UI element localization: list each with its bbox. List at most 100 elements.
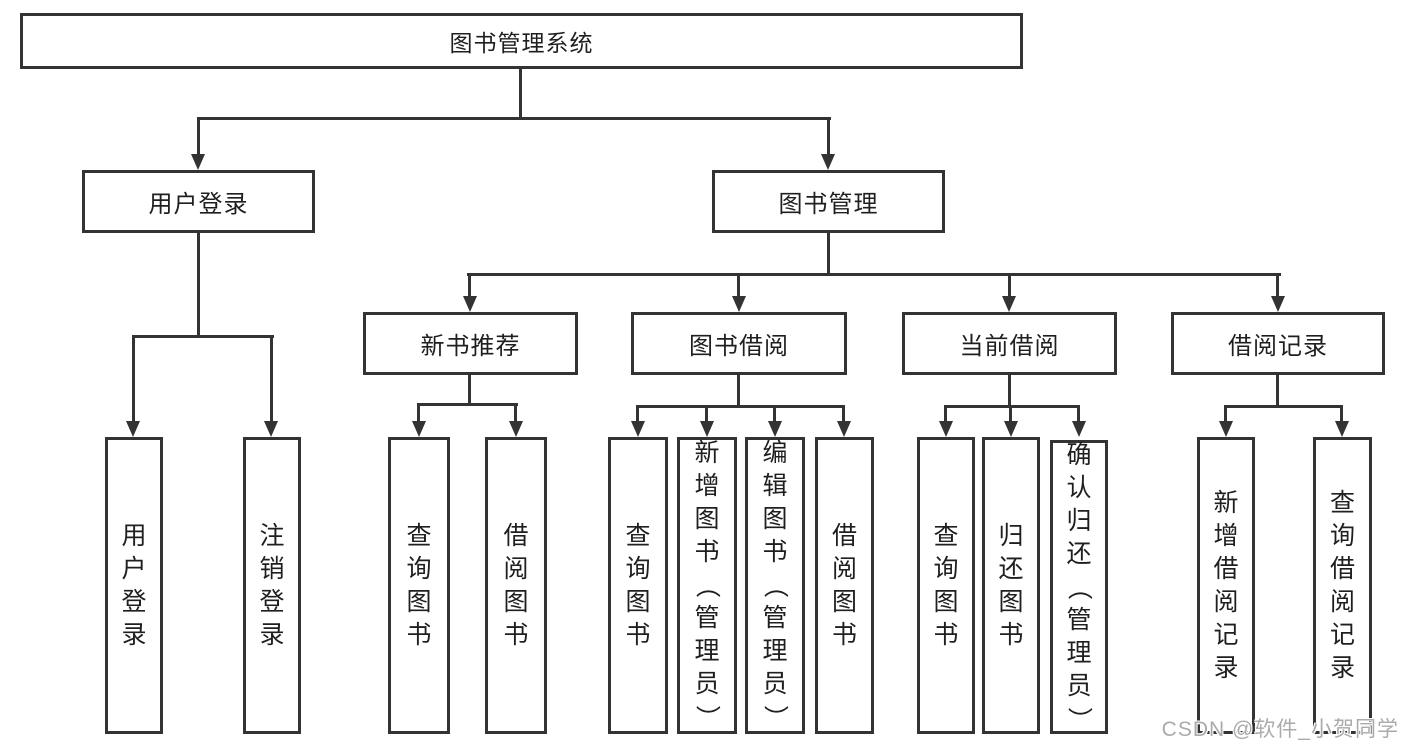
vertical-char: 借 xyxy=(503,521,529,550)
vertical-char: 书 xyxy=(694,538,720,566)
connector-line xyxy=(197,233,200,338)
vertical-char: 图 xyxy=(503,587,529,616)
vertical-char: 增 xyxy=(694,472,720,500)
vertical-char: 图 xyxy=(762,505,788,533)
leaf-confirm-return-admin: 确认归还（管理员） xyxy=(1050,440,1108,734)
arrow-down-icon xyxy=(1271,296,1285,312)
vertical-char: 新 xyxy=(694,439,720,467)
vertical-char: 还 xyxy=(1066,539,1092,568)
vertical-char: 阅 xyxy=(1329,587,1355,616)
arrow-down-icon xyxy=(126,421,140,437)
connector-line xyxy=(827,117,830,156)
vertical-char: 书 xyxy=(831,620,857,649)
vertical-char: 注 xyxy=(259,521,285,550)
connector-line xyxy=(468,273,471,298)
vertical-char: （ xyxy=(693,572,722,599)
connector-line xyxy=(197,117,831,120)
connector-line xyxy=(468,375,471,406)
vertical-char: 记 xyxy=(1329,620,1355,649)
vertical-char: 归 xyxy=(998,521,1024,550)
vertical-char: 理 xyxy=(1066,638,1092,667)
connector-line xyxy=(1340,405,1343,423)
vertical-char: 借 xyxy=(831,521,857,550)
vertical-char: 管 xyxy=(1066,605,1092,634)
leaf-edit-books-admin: 编辑图书（管理员） xyxy=(745,437,805,734)
arrow-down-icon xyxy=(463,296,477,312)
connector-line xyxy=(1276,375,1279,408)
node-user-login: 用户登录 xyxy=(82,170,315,233)
vertical-char: 理 xyxy=(762,637,788,665)
vertical-char: 询 xyxy=(933,554,959,583)
connector-line xyxy=(636,405,639,423)
vertical-char: 查 xyxy=(933,521,959,550)
arrow-down-icon xyxy=(1072,421,1086,437)
node-label: 新书推荐 xyxy=(420,333,521,360)
leaf-query-books-current: 查询图书 xyxy=(917,437,975,734)
arrow-down-icon xyxy=(264,421,278,437)
vertical-char: 图 xyxy=(998,587,1024,616)
arrow-down-icon xyxy=(1219,421,1233,437)
vertical-char: 录 xyxy=(1213,653,1239,682)
node-label: 图书借阅 xyxy=(689,333,789,360)
connector-line xyxy=(132,335,135,423)
connector-line xyxy=(737,273,740,298)
node-label: 用户登录 xyxy=(148,191,249,218)
vertical-char: 询 xyxy=(406,554,432,583)
connector-line xyxy=(944,405,947,423)
arrow-down-icon xyxy=(1004,421,1018,437)
connector-line xyxy=(773,405,776,423)
vertical-char: 查 xyxy=(625,521,651,550)
vertical-char: 登 xyxy=(121,587,147,616)
connector-line xyxy=(1276,273,1279,298)
vertical-char: 辑 xyxy=(762,472,788,500)
vertical-char: 书 xyxy=(933,620,959,649)
vertical-char: 员 xyxy=(694,670,720,698)
vertical-char: 增 xyxy=(1213,521,1239,550)
vertical-char: 理 xyxy=(694,637,720,665)
leaf-user-login: 用户登录 xyxy=(105,437,163,734)
node-book-borrowing: 图书借阅 xyxy=(631,312,847,375)
connector-line xyxy=(519,69,522,119)
vertical-char: 图 xyxy=(406,587,432,616)
leaf-add-books-admin: 新增图书（管理员） xyxy=(677,437,737,734)
vertical-char: 销 xyxy=(259,554,285,583)
arrow-down-icon xyxy=(412,421,426,437)
vertical-char: 编 xyxy=(762,439,788,467)
vertical-char: 询 xyxy=(1329,521,1355,550)
node-book-management: 图书管理 xyxy=(712,170,945,233)
vertical-char: 录 xyxy=(259,620,285,649)
arrow-down-icon xyxy=(1335,421,1349,437)
vertical-char: ） xyxy=(761,704,790,731)
vertical-char: 询 xyxy=(625,554,651,583)
leaf-return-books: 归还图书 xyxy=(982,437,1040,734)
vertical-char: ） xyxy=(1065,706,1094,732)
node-label: 图书管理 xyxy=(778,191,879,218)
arrow-down-icon xyxy=(191,154,205,170)
vertical-char: 记 xyxy=(1213,620,1239,649)
arrow-down-icon xyxy=(509,421,523,437)
vertical-char: 录 xyxy=(121,620,147,649)
vertical-char: 书 xyxy=(625,620,651,649)
arrow-down-icon xyxy=(768,421,782,437)
connector-line xyxy=(270,335,273,423)
vertical-char: 录 xyxy=(1329,653,1355,682)
node-library-system: 图书管理系统 xyxy=(20,13,1023,69)
connector-line xyxy=(132,335,274,338)
connector-line xyxy=(737,375,740,408)
connector-line xyxy=(467,273,1281,276)
vertical-char: 借 xyxy=(1213,554,1239,583)
connector-line xyxy=(827,233,830,276)
leaf-borrow-books: 借阅图书 xyxy=(815,437,874,734)
connector-line xyxy=(417,403,420,423)
vertical-char: 员 xyxy=(1066,671,1092,700)
arrow-down-icon xyxy=(1002,296,1016,312)
connector-line xyxy=(842,405,845,423)
leaf-query-books-recommend: 查询图书 xyxy=(388,437,450,734)
vertical-char: 认 xyxy=(1066,473,1092,502)
connector-line xyxy=(944,405,1080,408)
connector-line xyxy=(1008,273,1011,298)
connector-line xyxy=(197,117,200,156)
vertical-char: ） xyxy=(693,704,722,731)
vertical-char: 阅 xyxy=(1213,587,1239,616)
